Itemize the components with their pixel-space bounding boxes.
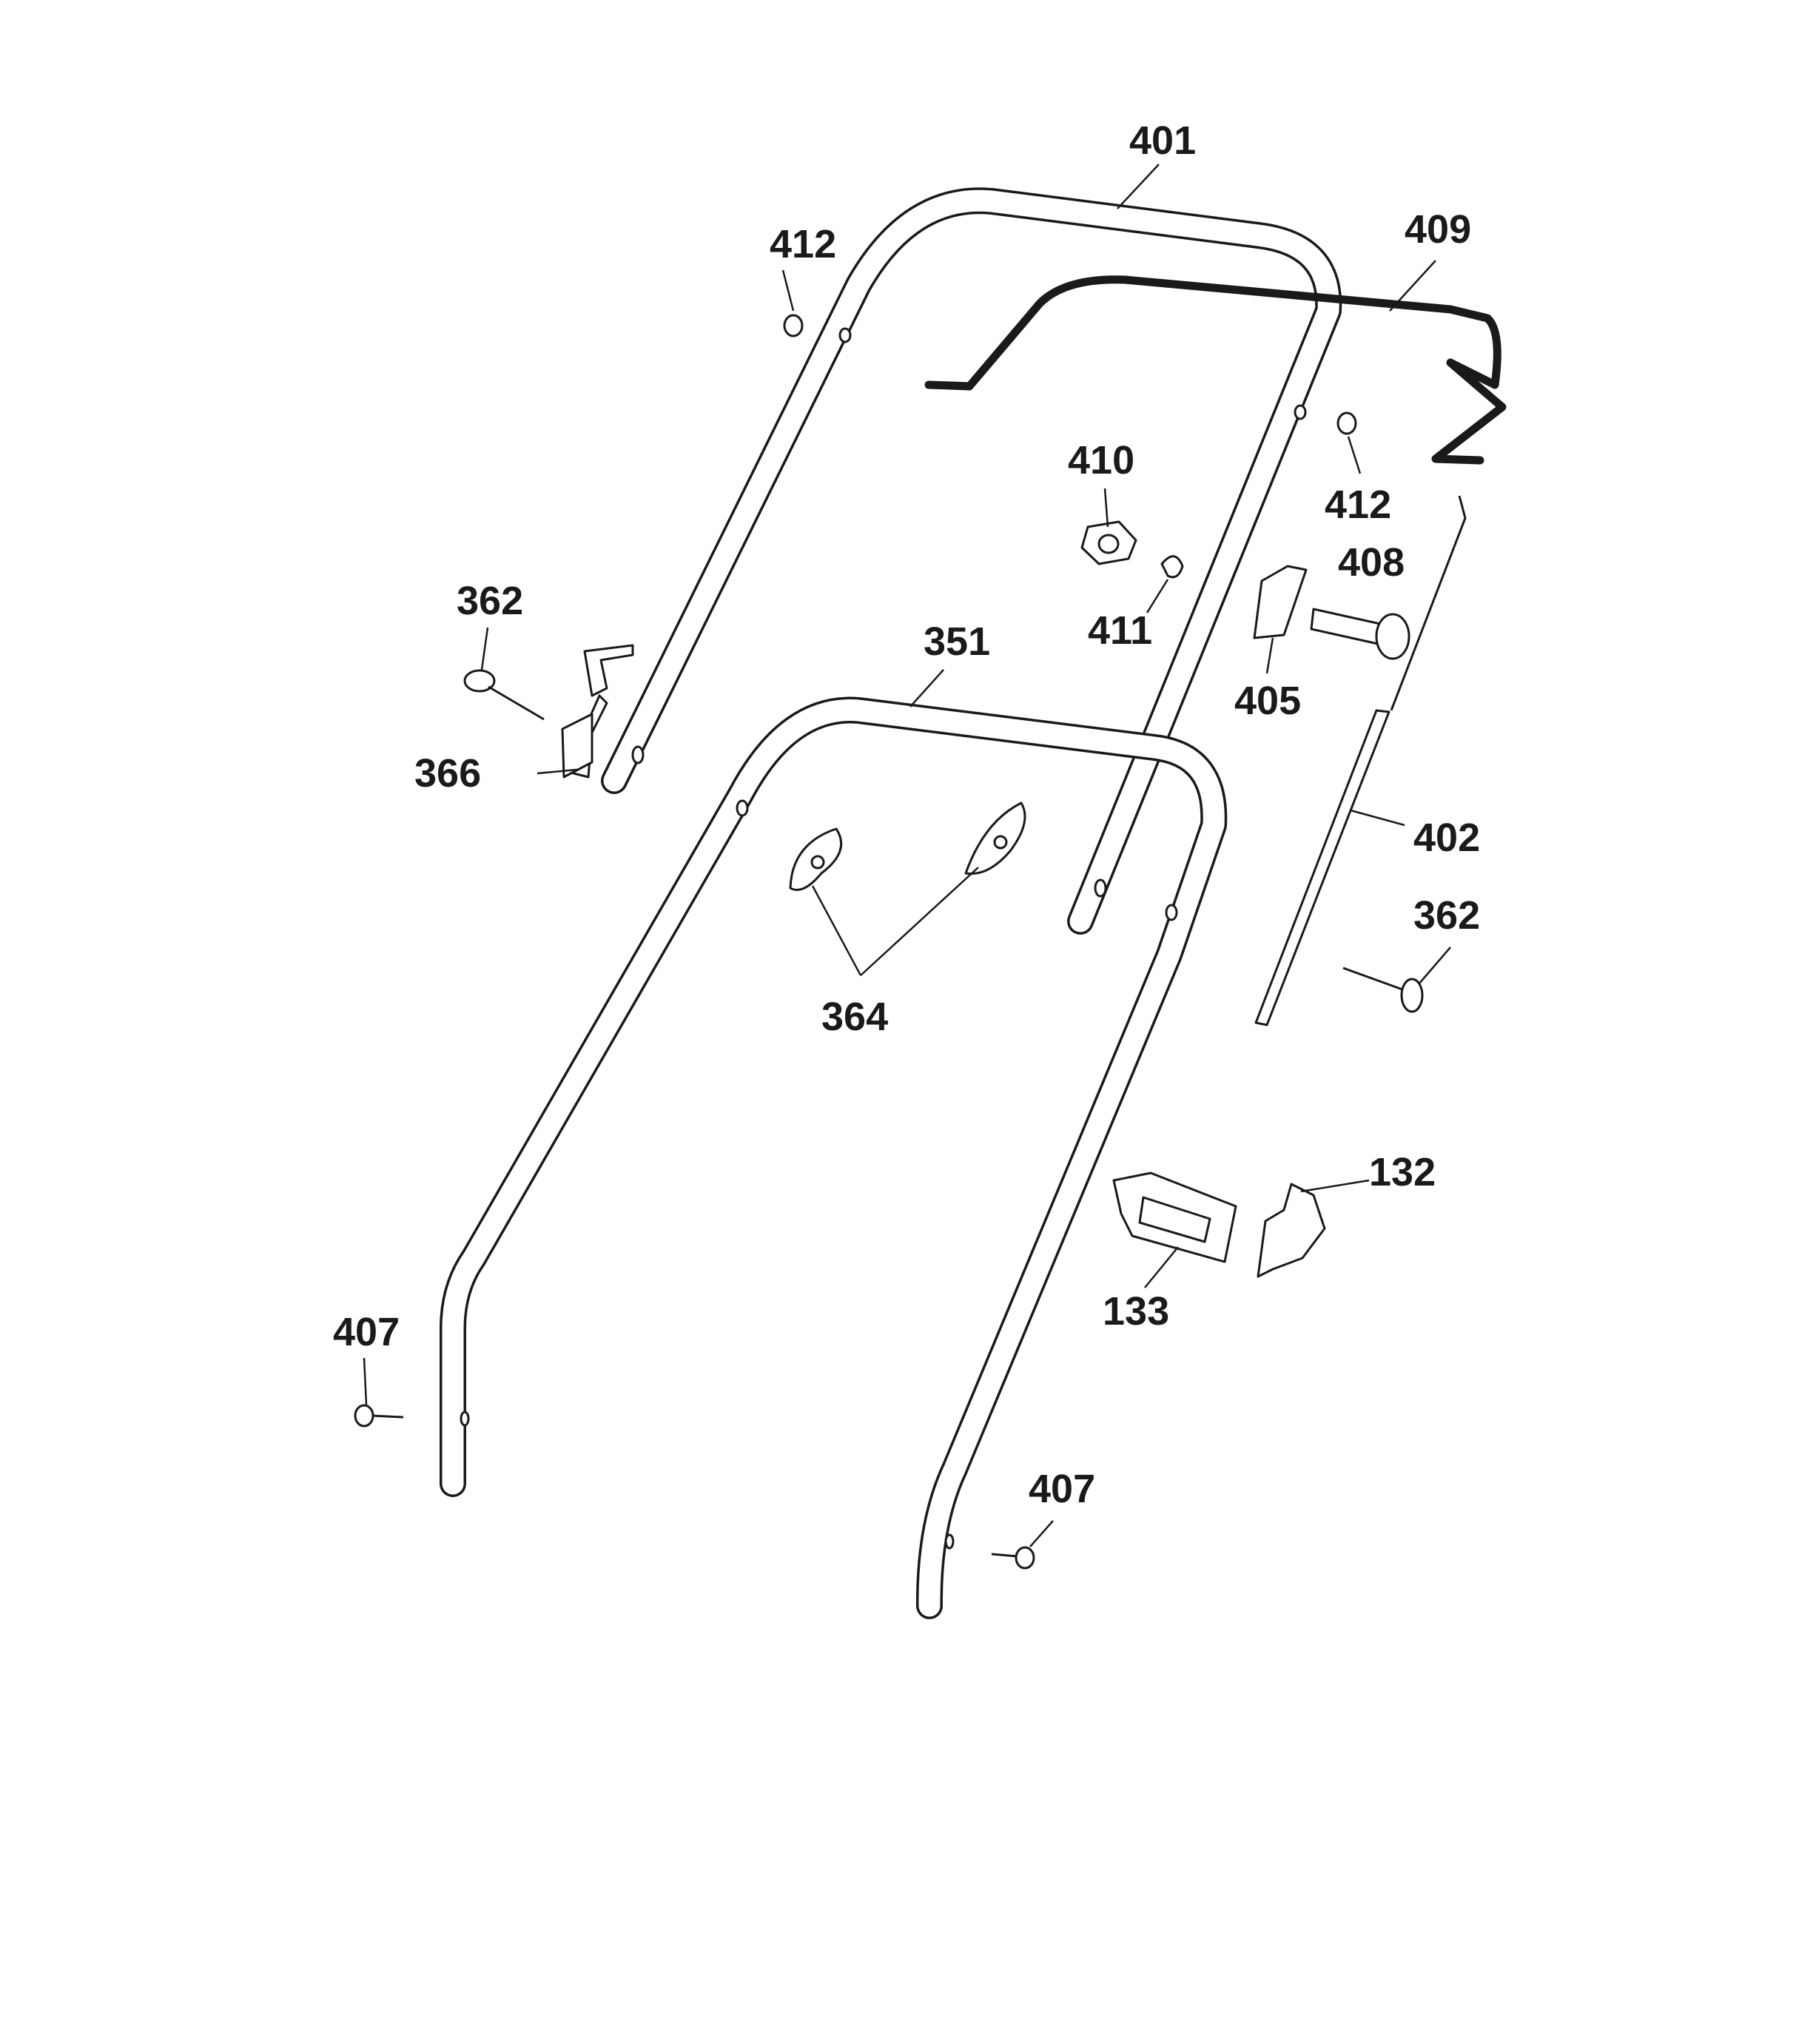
label-366: 366 bbox=[414, 751, 481, 796]
bolt-408 bbox=[1310, 608, 1410, 660]
label-408: 408 bbox=[1338, 540, 1405, 585]
wing-knobs-364 bbox=[789, 801, 1026, 891]
label-407-right: 407 bbox=[1029, 1467, 1095, 1511]
label-402: 402 bbox=[1413, 816, 1480, 860]
label-362-right: 362 bbox=[1413, 893, 1480, 938]
label-411: 411 bbox=[1088, 608, 1152, 653]
label-412-top: 412 bbox=[770, 222, 836, 266]
pin-362-right bbox=[1342, 966, 1424, 1013]
nut-410 bbox=[1080, 520, 1137, 565]
label-362-left: 362 bbox=[457, 579, 523, 623]
label-401: 401 bbox=[1129, 118, 1196, 163]
washer-411 bbox=[1160, 555, 1184, 579]
leader-lines bbox=[363, 164, 1451, 1547]
bolt-407-right bbox=[991, 1546, 1035, 1570]
label-409: 409 bbox=[1405, 207, 1471, 252]
control-bail-409 bbox=[924, 275, 1507, 465]
part-labels: 401 409 412 412 410 411 408 405 362 351 … bbox=[333, 118, 1480, 1511]
washer-412-right bbox=[1336, 411, 1357, 435]
lower-handle-351 bbox=[440, 696, 1228, 1619]
washer-412-top bbox=[783, 314, 804, 337]
label-412-right: 412 bbox=[1325, 483, 1391, 527]
label-405: 405 bbox=[1234, 679, 1301, 723]
label-410: 410 bbox=[1068, 438, 1134, 483]
label-132: 132 bbox=[1369, 1150, 1436, 1194]
label-407-left: 407 bbox=[333, 1310, 400, 1354]
clip-366 bbox=[561, 644, 634, 779]
label-133: 133 bbox=[1103, 1289, 1169, 1334]
bracket-405 bbox=[1253, 565, 1308, 639]
label-351: 351 bbox=[924, 619, 990, 664]
upper-handle-401 bbox=[601, 187, 1342, 935]
cable-402 bbox=[1254, 495, 1467, 1026]
pin-362-left bbox=[463, 669, 545, 721]
grommet-133 bbox=[1112, 1171, 1237, 1263]
bolt-407-left bbox=[354, 1404, 404, 1428]
switch-housing-132 bbox=[1257, 1183, 1326, 1278]
label-364: 364 bbox=[821, 995, 888, 1039]
